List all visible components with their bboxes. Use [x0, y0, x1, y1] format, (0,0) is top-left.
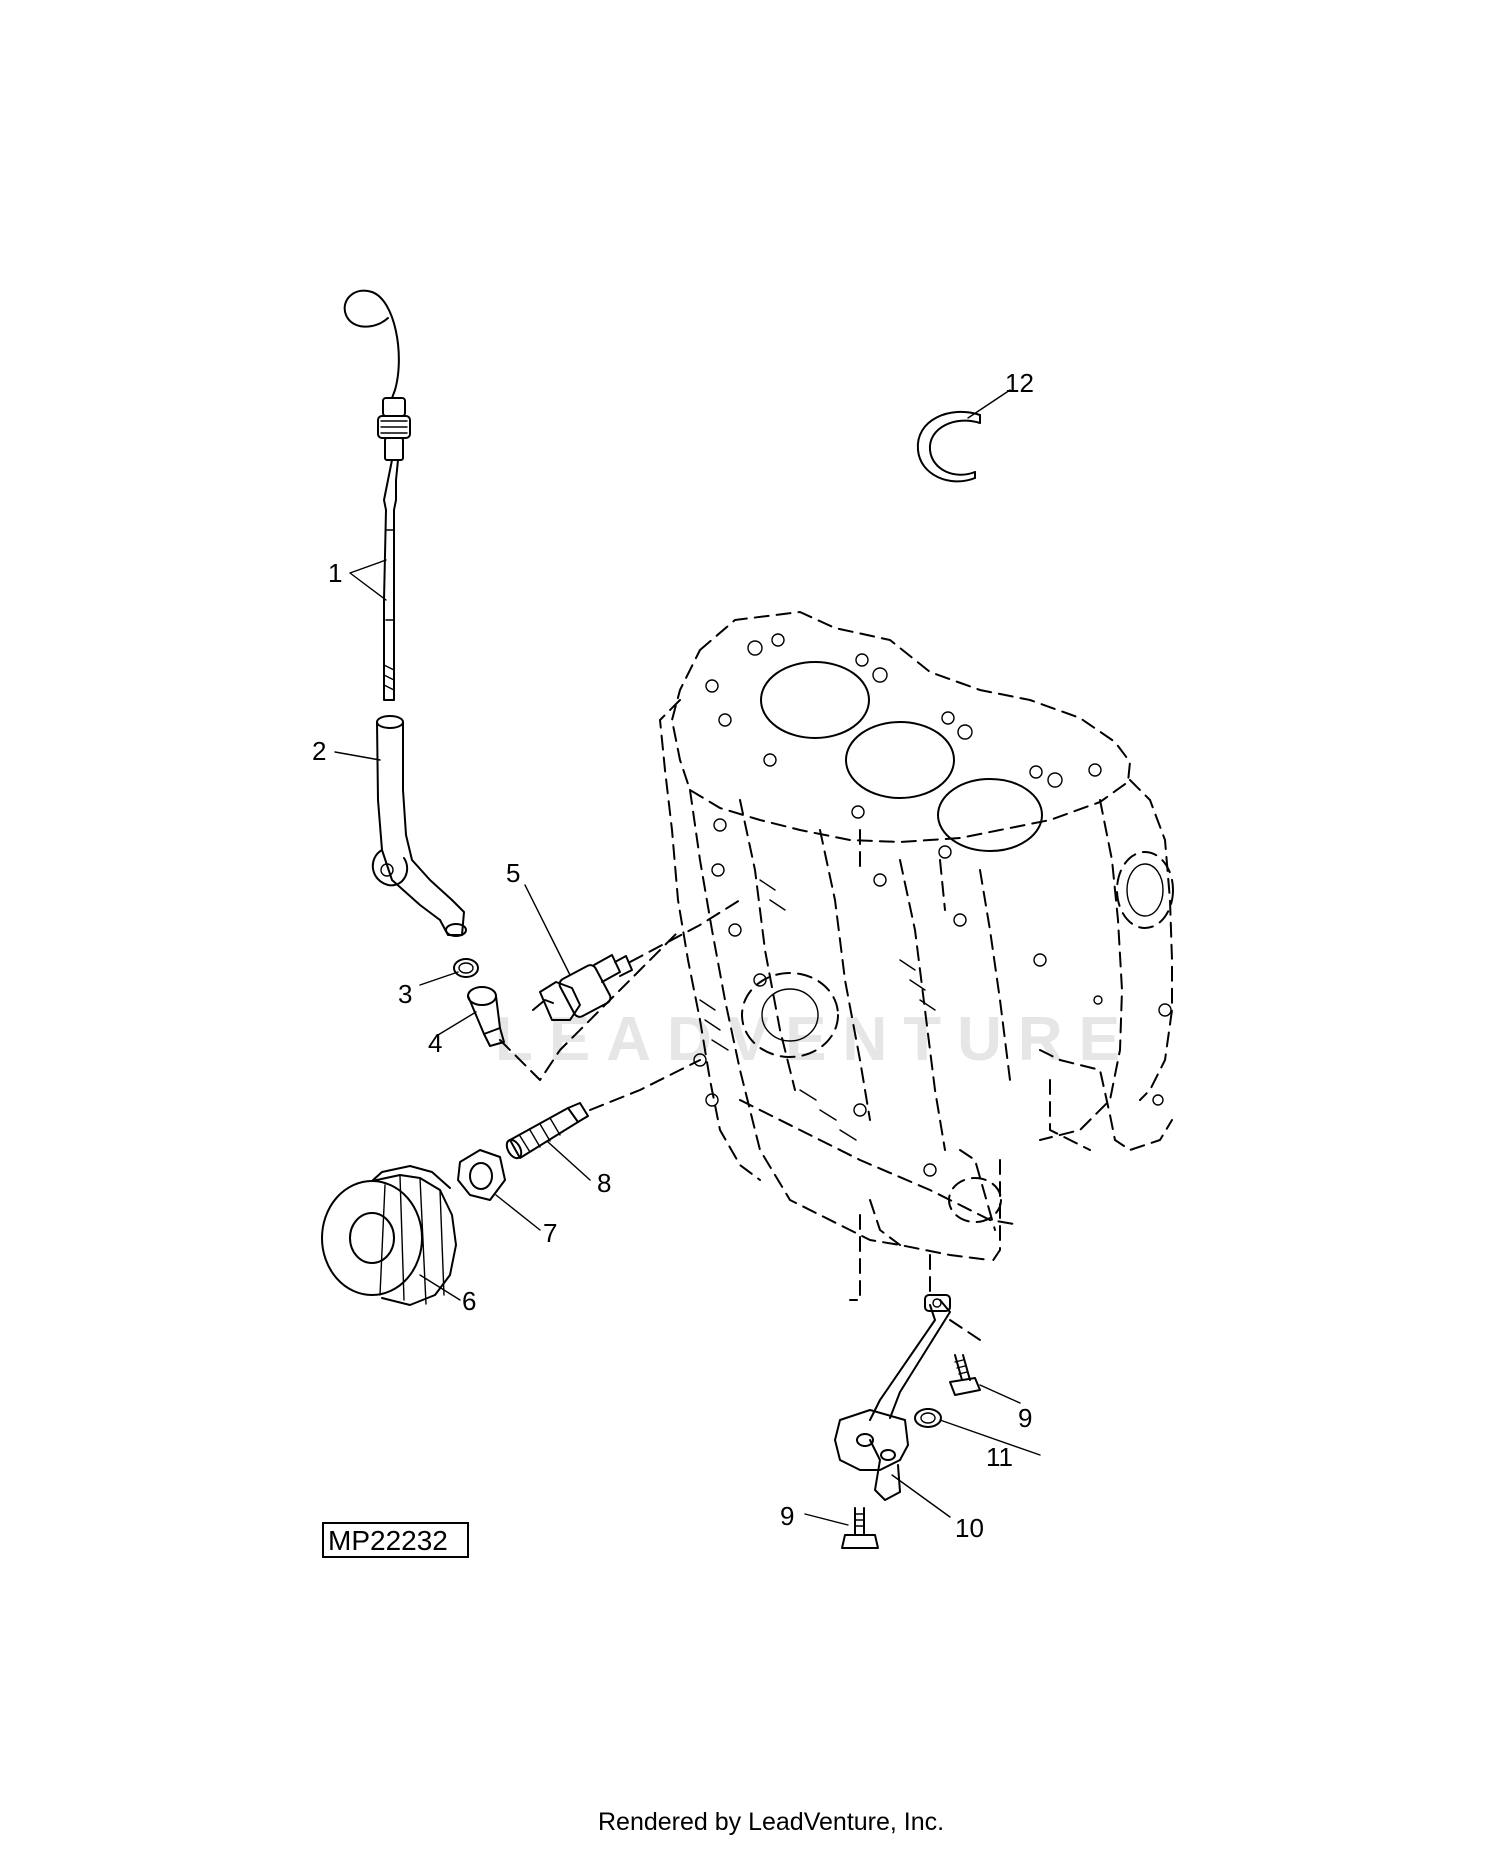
callout-9-lower: 9 [780, 1501, 794, 1531]
dipstick-tube [372, 715, 467, 937]
oil-pressure-switch [532, 899, 741, 1021]
callouts: 1 2 3 4 5 6 7 8 9 9 10 11 12 [312, 368, 1034, 1543]
figure-id-box: MP22232 [322, 1522, 469, 1558]
callout-1: 1 [328, 558, 342, 588]
callout-11: 11 [986, 1442, 1013, 1472]
callout-7: 7 [543, 1218, 557, 1248]
seal-washer [914, 1408, 942, 1428]
callout-3: 3 [398, 979, 412, 1009]
hex-nut [457, 1149, 506, 1201]
dipstick [343, 289, 411, 701]
callout-5: 5 [506, 858, 520, 888]
bolt-lower [841, 1507, 879, 1549]
watermark: LEADVENTURE [495, 1005, 1136, 1074]
callout-6: 6 [462, 1286, 476, 1316]
callout-8: 8 [597, 1168, 611, 1198]
callout-2: 2 [312, 736, 326, 766]
o-ring [453, 958, 479, 978]
engine-block [659, 611, 1174, 1266]
oil-pickup [834, 1214, 981, 1501]
figure-id: MP22232 [328, 1525, 448, 1556]
callout-10: 10 [955, 1513, 984, 1543]
threaded-stud [505, 1059, 701, 1160]
callout-9-upper: 9 [1018, 1403, 1032, 1433]
callout-4: 4 [428, 1028, 442, 1058]
fitting [467, 929, 681, 1081]
leader-lines [334, 389, 1041, 1526]
bolt-upper [949, 1354, 981, 1396]
footer-credit: Rendered by LeadVenture, Inc. [598, 1808, 944, 1836]
snap-ring [916, 410, 981, 483]
callout-12: 12 [1005, 368, 1034, 398]
oil-filter [321, 1165, 457, 1306]
